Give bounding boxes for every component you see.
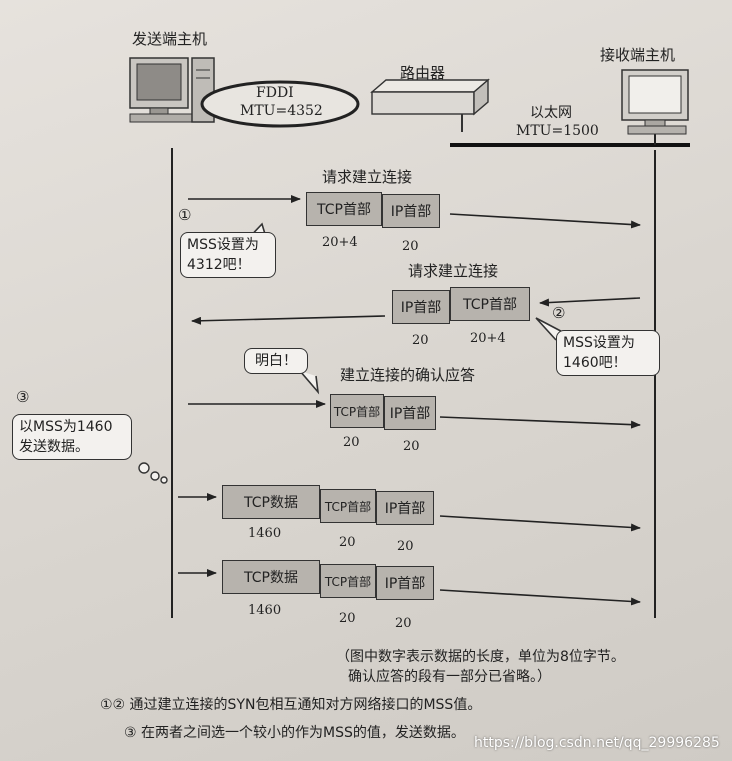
d1-tcp-len: 20 xyxy=(339,535,356,550)
arrow-d1-out xyxy=(439,515,641,532)
sender-host-label: 发送端主机 xyxy=(132,30,208,48)
s2-ip-header: IP首部 xyxy=(392,290,450,324)
s1-number: ① xyxy=(178,206,192,224)
s3-ip-header: IP首部 xyxy=(384,396,436,430)
router-icon xyxy=(370,78,490,132)
s2-tcp-header: TCP首部 xyxy=(450,287,530,321)
s1-tcp-len: 20+4 xyxy=(322,235,358,250)
s1-mss-bubble: MSS设置为 4312吧！ xyxy=(180,232,276,278)
s1-tcp-header: TCP首部 xyxy=(306,192,382,226)
d2-tcp-header: TCP首部 xyxy=(320,564,376,598)
s2-bubble-line1: MSS设置为 xyxy=(563,335,635,351)
arrow-s2-in xyxy=(539,297,641,307)
s3-reply-text: 明白！ xyxy=(255,353,297,369)
router-label: 路由器 xyxy=(400,64,446,82)
receiver-host-label: 接收端主机 xyxy=(600,46,676,64)
footnote-line2: 确认应答的段有一部分已省略。） xyxy=(348,669,551,685)
s1-ip-header: IP首部 xyxy=(382,194,440,228)
s2-mss-bubble: MSS设置为 1460吧！ xyxy=(556,330,660,376)
s2-ip-len: 20 xyxy=(412,333,429,348)
s1-bubble-line1: MSS设置为 xyxy=(187,237,259,253)
s3-title: 建立连接的确认应答 xyxy=(340,366,476,384)
d1-ip-len: 20 xyxy=(397,539,414,554)
s3-reply-bubble: 明白！ xyxy=(244,348,308,374)
d2-ip-len: 20 xyxy=(395,616,412,631)
s2-tcp-len: 20+4 xyxy=(470,331,506,346)
sender-computer-icon xyxy=(129,57,215,123)
d2-tcp-len: 20 xyxy=(339,611,356,626)
d2-data-len: 1460 xyxy=(248,603,282,618)
d1-ip-header: IP首部 xyxy=(376,491,434,525)
s3-mss-note: 以MSS为1460 发送数据。 xyxy=(12,414,132,460)
d2-tcp-data: TCP数据 xyxy=(222,560,320,594)
arrow-s1-out xyxy=(449,213,641,229)
d1-data-len: 1460 xyxy=(248,526,282,541)
caption-line2: ③ 在两者之间选一个较小的作为MSS的值，发送数据。 xyxy=(124,725,465,741)
arrow-s2-out xyxy=(191,315,386,325)
fddi-ring xyxy=(200,80,360,128)
fddi-mtu-label: MTU=4352 xyxy=(240,103,323,119)
ethernet-mtu-label: MTU=1500 xyxy=(516,123,599,139)
caption-line1: ①② 通过建立连接的SYN包相互通知对方网络接口的MSS值。 xyxy=(100,697,482,713)
footnote-line1: （图中数字表示数据的长度，单位为8位字节。 xyxy=(336,649,625,665)
fddi-label: FDDI xyxy=(256,85,294,101)
s3-tcp-header: TCP首部 xyxy=(330,394,384,428)
arrow-d2-out xyxy=(439,589,641,606)
s2-title: 请求建立连接 xyxy=(408,262,499,280)
d1-tcp-data: TCP数据 xyxy=(222,485,320,519)
s1-ip-len: 20 xyxy=(402,239,419,254)
s3-note-line2: 发送数据。 xyxy=(19,439,89,455)
s3-tcp-len: 20 xyxy=(343,435,360,450)
s1-bubble-line2: 4312吧！ xyxy=(187,257,251,273)
receiver-computer-icon xyxy=(621,69,689,135)
arrow-s3-out xyxy=(439,416,641,429)
s2-bubble-line2: 1460吧！ xyxy=(563,355,627,371)
s3-note-line1: 以MSS为1460 xyxy=(19,419,113,435)
d1-tcp-header: TCP首部 xyxy=(320,489,376,523)
s3-number: ③ xyxy=(16,388,30,406)
s2-number: ② xyxy=(552,304,566,322)
d2-ip-header: IP首部 xyxy=(376,566,434,600)
s1-title: 请求建立连接 xyxy=(322,168,413,186)
watermark-text: https://blog.csdn.net/qq_29996285 xyxy=(474,735,720,751)
ethernet-label: 以太网 xyxy=(530,105,572,121)
s3-ip-len: 20 xyxy=(403,439,420,454)
